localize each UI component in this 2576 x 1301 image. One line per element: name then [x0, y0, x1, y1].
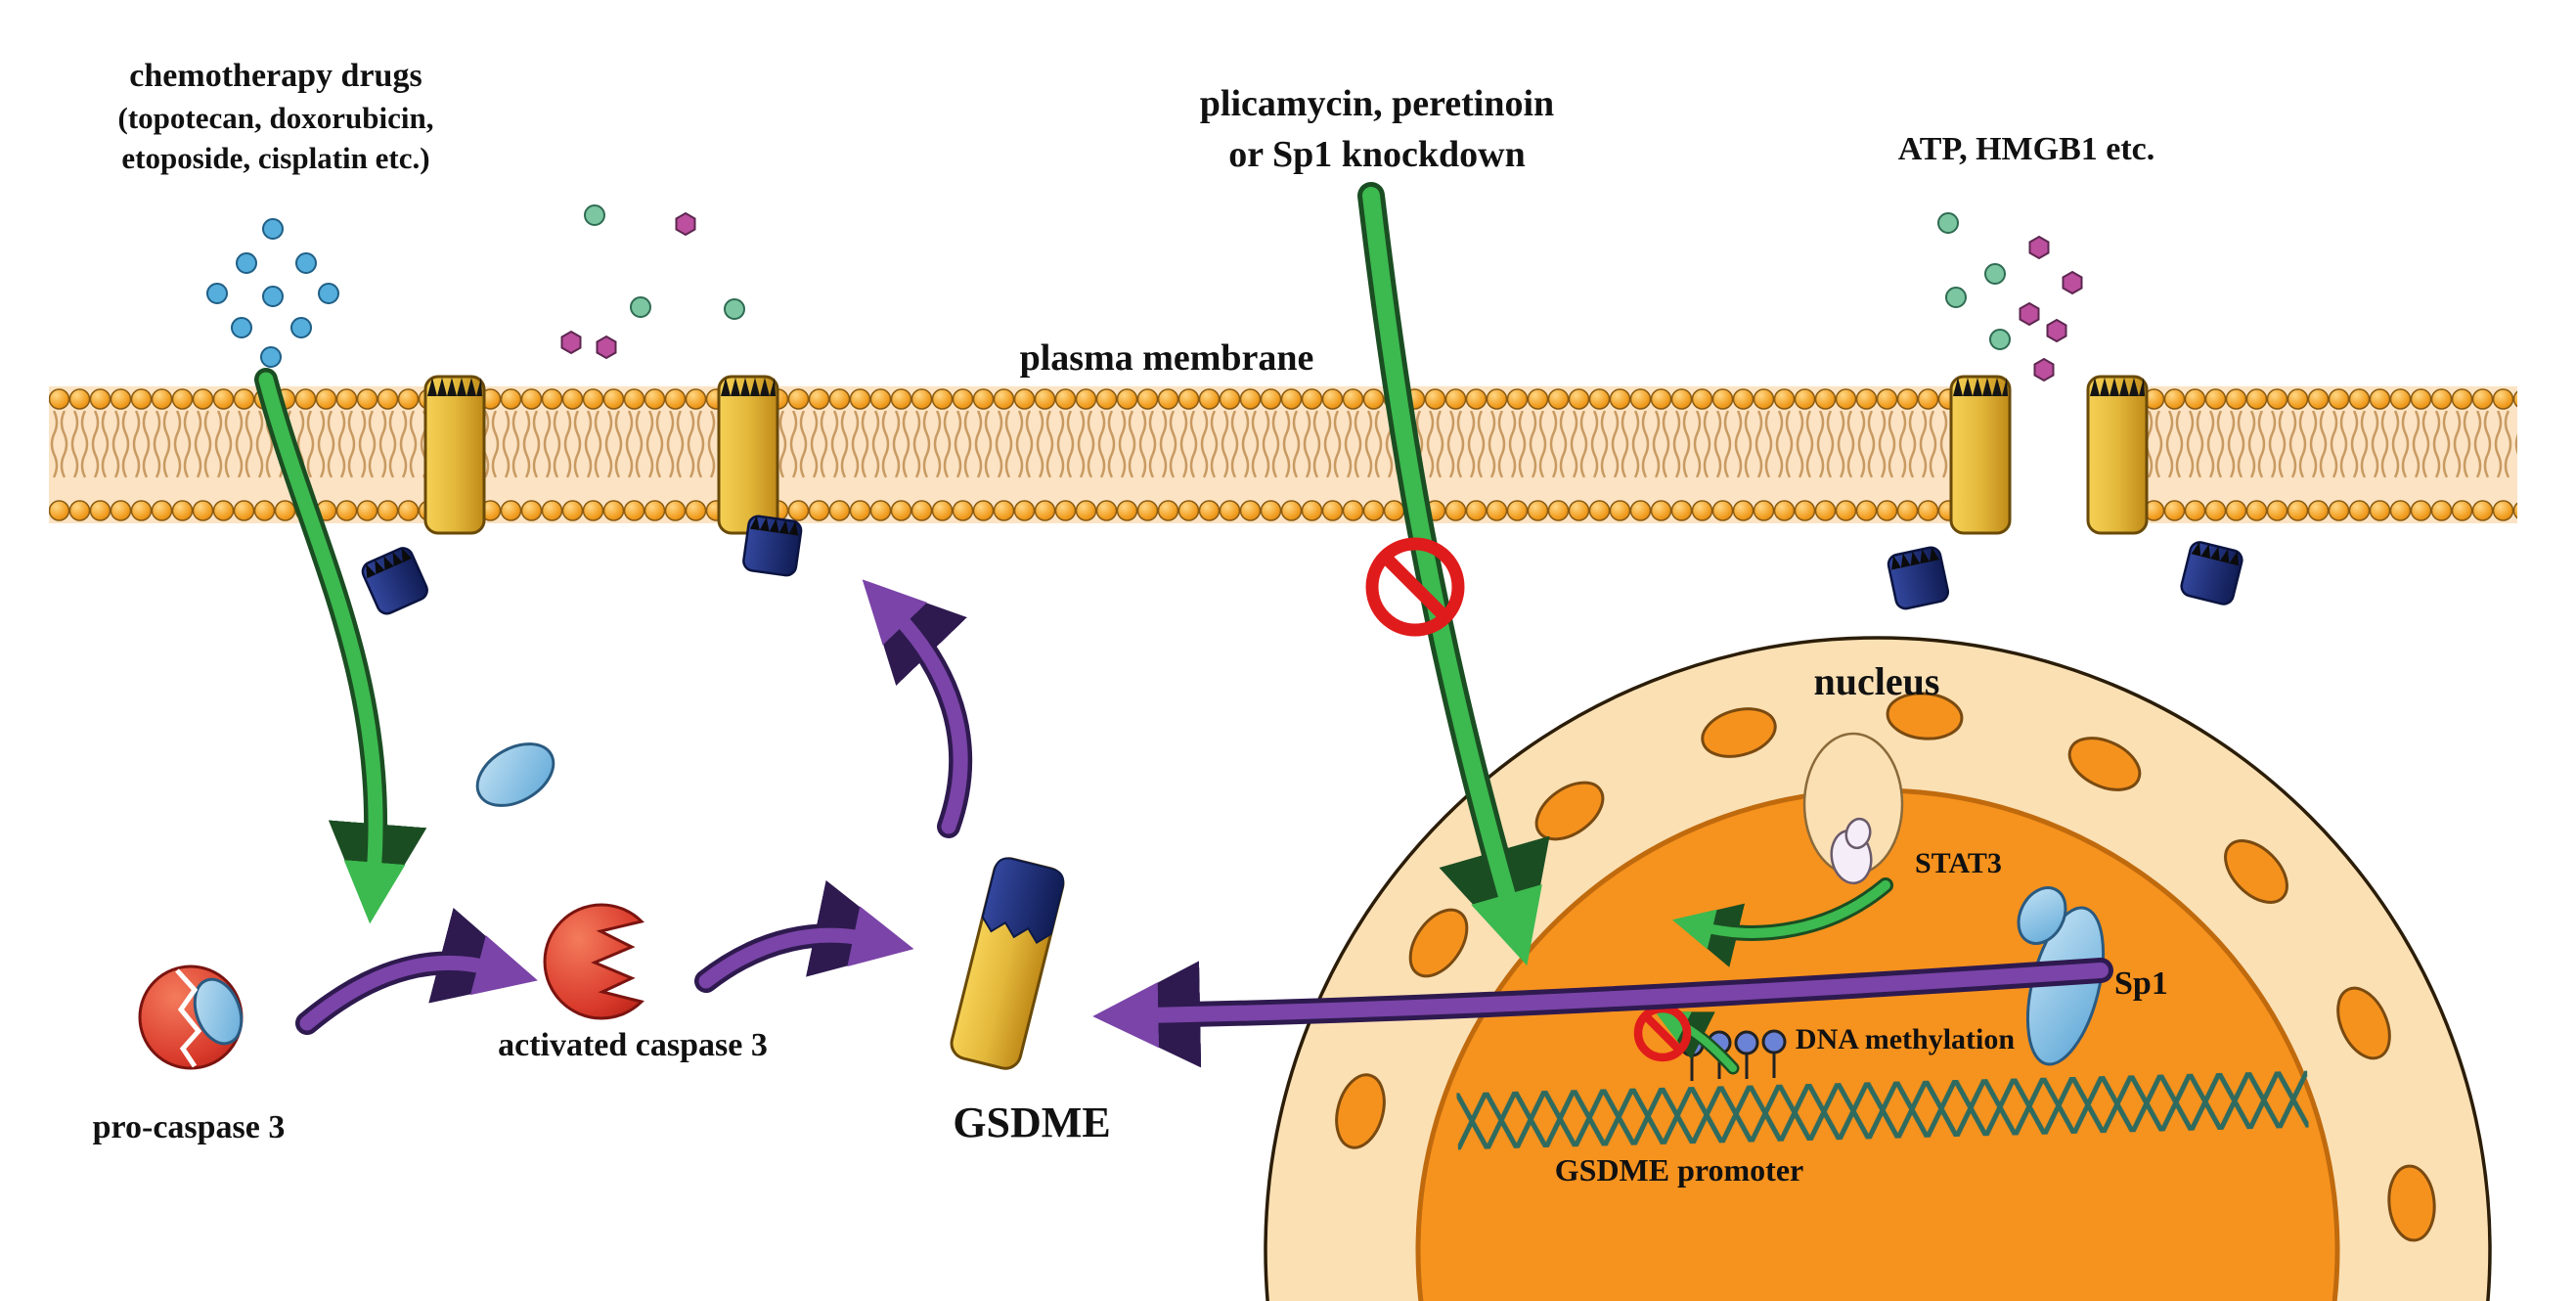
gsdme-n-fragment: [2178, 538, 2245, 607]
membrane-segment: [2147, 386, 2517, 523]
nuclear-pores: [1335, 692, 2436, 1242]
pro-caspase-label: pro-caspase 3: [93, 1109, 286, 1145]
prohibition-sign-sp1: [1365, 537, 1465, 637]
gsdme-label: GSDME: [953, 1099, 1110, 1146]
activated-caspase-3: [543, 903, 644, 1020]
arrow-chemo-to-caspase: [254, 368, 427, 924]
atp-hmgb1-dots: [1937, 212, 2083, 381]
membrane-segment: [484, 386, 719, 523]
nucleus-label: nucleus: [1814, 659, 1940, 703]
arrow-procaspase-to-activated: [295, 907, 538, 1035]
chemo-drugs-label-line2: (topotecan, doxorubicin,: [118, 101, 434, 135]
gsdme-pore: [717, 375, 779, 535]
released-content-dots-left: [560, 204, 745, 359]
plicamycin-label-line2: or Sp1 knockdown: [1228, 134, 1525, 175]
stat3-protein: [1830, 817, 1873, 885]
chemo-drug-dots: [206, 218, 339, 368]
chemo-drugs-label-line1: chemotherapy drugs: [129, 58, 422, 94]
atp-hmgb1-label: ATP, HMGB1 etc.: [1898, 131, 2155, 167]
plicamycin-label-line1: plicamycin, peretinoin: [1200, 83, 1554, 124]
gsdme-n-fragment: [740, 514, 804, 578]
gsdme-promoter-label: GSDME promoter: [1555, 1152, 1803, 1188]
gsdme-pore: [2086, 375, 2149, 535]
sp1-label: Sp1: [2114, 965, 2168, 1002]
arrow-gsdme-to-membrane: [862, 579, 973, 838]
gsdme-n-fragment: [358, 544, 432, 618]
arrow-caspase-to-gsdme: [694, 879, 914, 993]
membrane-segment: [777, 386, 1951, 523]
pro-caspase-3: [138, 965, 244, 1070]
chemo-drugs-label-line3: etoposide, cisplatin etc.): [121, 141, 429, 175]
dna-methylation-label: DNA methylation: [1796, 1023, 2015, 1055]
dna-helix-gsdme-promoter: [1456, 1070, 2309, 1150]
cleaved-fragment: [475, 742, 555, 807]
plasma-membrane: [49, 375, 2517, 535]
gsdme-n-fragment: [1885, 544, 1951, 612]
gsdme-protein: [950, 857, 1065, 1070]
membrane-segment: [49, 386, 425, 523]
arrow-transcription-to-gsdme: [1092, 958, 2113, 1068]
activated-caspase-label: activated caspase 3: [498, 1027, 768, 1063]
stat3-label: STAT3: [1915, 847, 2002, 879]
plasma-membrane-label: plasma membrane: [1020, 337, 1314, 379]
gsdme-pore: [1949, 375, 2012, 535]
arrow-stat3-to-promoter: [1671, 877, 1893, 967]
gsdme-pore: [423, 375, 486, 535]
arrow-plicamycin-inhibition: [1357, 182, 1550, 966]
nucleus: [1264, 636, 2492, 1301]
